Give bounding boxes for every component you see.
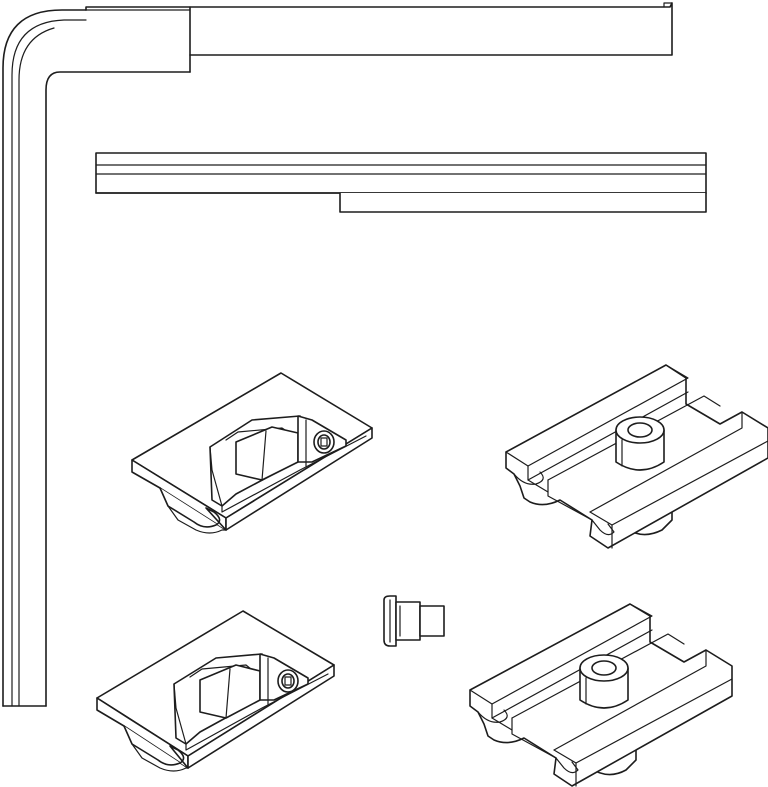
corner-profile — [2, 2, 673, 707]
small-bushing — [383, 595, 445, 647]
slide-clamp — [131, 372, 373, 534]
end-slider-lower — [469, 603, 733, 787]
slide-clamp-lower — [96, 610, 335, 772]
flat-rail-profile — [95, 152, 707, 213]
end-slider — [505, 364, 768, 549]
